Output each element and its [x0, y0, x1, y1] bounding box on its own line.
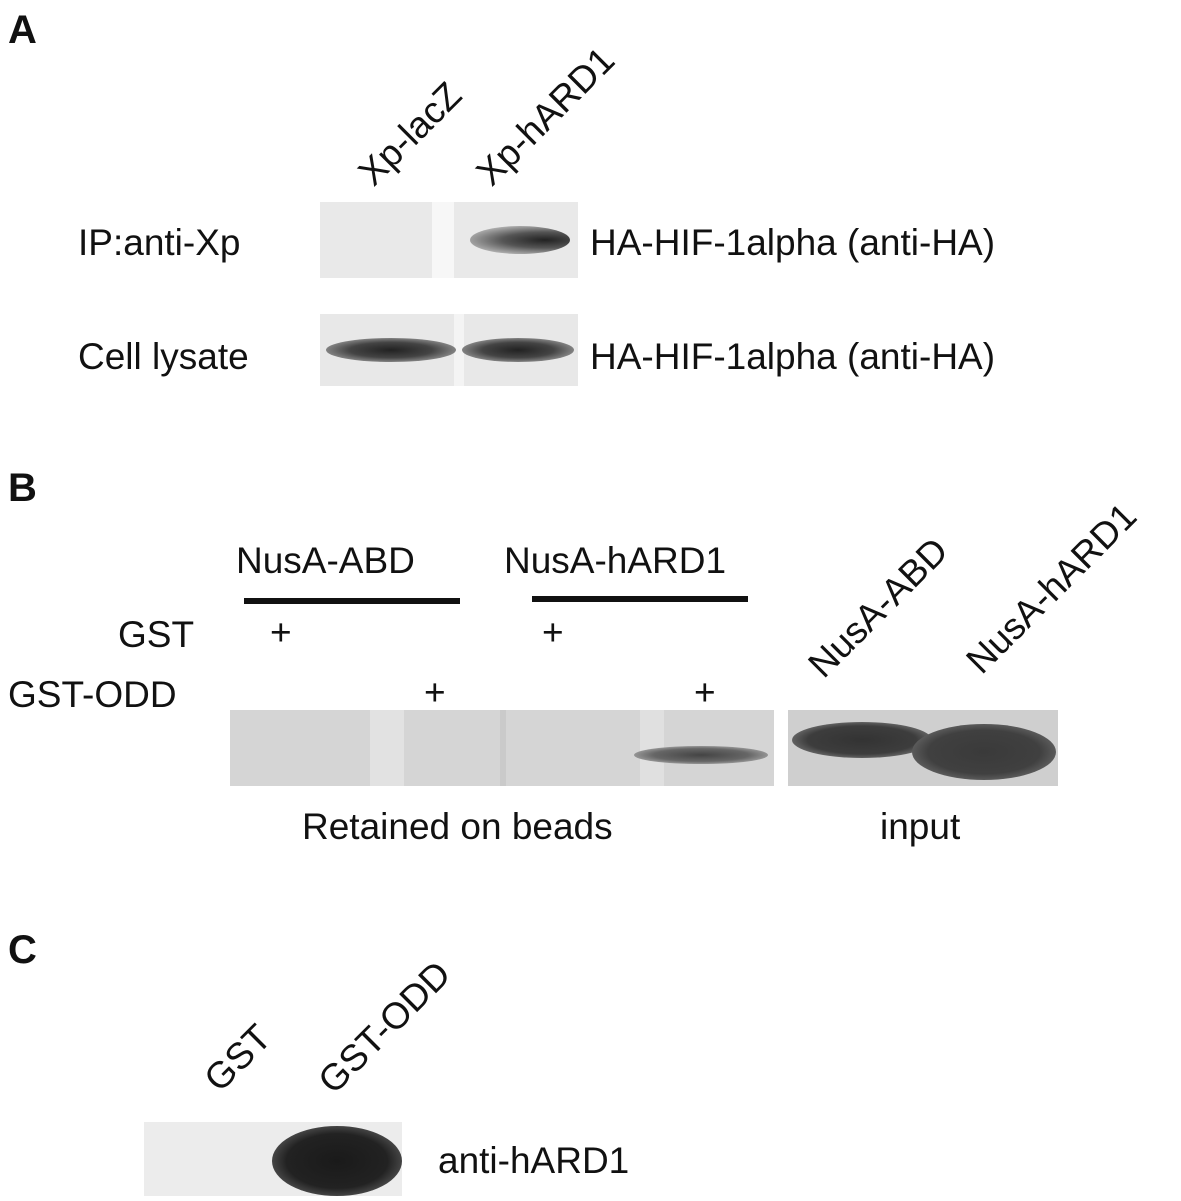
- row-target-ip: HA-HIF-1alpha (anti-HA): [590, 222, 996, 263]
- row-label-lysate: Cell lysate: [78, 336, 249, 377]
- plus-gstodd-abd: +: [424, 672, 446, 713]
- input-lane-label-nusa-abd: NusA-ABD: [800, 529, 956, 686]
- target-label-anti-hard1: anti-hARD1: [438, 1140, 630, 1181]
- condition-label-gst-odd: GST-ODD: [8, 674, 177, 715]
- group-label-nusa-hard1: NusA-hARD1: [504, 540, 727, 581]
- lane-label-gst: GST: [196, 1016, 280, 1100]
- plus-gst-abd: +: [270, 612, 292, 653]
- group-label-nusa-abd: NusA-ABD: [236, 540, 415, 581]
- row-target-lysate: HA-HIF-1alpha (anti-HA): [590, 336, 996, 377]
- band-lysate-lacz: [326, 338, 456, 362]
- blot-a-ip: [320, 202, 578, 278]
- lane-label-xp-hard1: Xp-hARD1: [468, 39, 623, 194]
- plus-gst-hard1: +: [542, 612, 564, 653]
- group-bar-nusa-hard1: [532, 596, 748, 602]
- caption-input: input: [880, 806, 961, 847]
- panel-b-letter: B: [8, 466, 37, 510]
- blot-b-retained: [230, 710, 774, 786]
- band-lysate-hard1: [462, 338, 574, 362]
- lane-label-xp-lacz: Xp-lacZ: [350, 74, 470, 194]
- blot-a-lysate: [320, 314, 578, 386]
- band-input-nusa-abd: [792, 722, 932, 758]
- band-c-gst-odd: [272, 1126, 402, 1196]
- plus-gstodd-hard1: +: [694, 672, 716, 713]
- panel-c-letter: C: [8, 928, 37, 972]
- condition-label-gst: GST: [118, 614, 195, 655]
- band-retained-gstodd-hard1: [634, 746, 768, 764]
- row-label-ip: IP:anti-Xp: [78, 222, 241, 263]
- blot-c: [144, 1122, 402, 1196]
- input-lane-label-nusa-hard1: NusA-hARD1: [958, 495, 1145, 682]
- lane-label-gst-odd: GST-ODD: [310, 953, 459, 1102]
- blot-b-input: [788, 710, 1058, 786]
- panel-a-letter: A: [8, 8, 37, 52]
- band-input-nusa-hard1: [912, 724, 1056, 780]
- caption-retained: Retained on beads: [302, 806, 613, 847]
- band-ip-hard1: [470, 226, 570, 254]
- group-bar-nusa-abd: [244, 598, 460, 604]
